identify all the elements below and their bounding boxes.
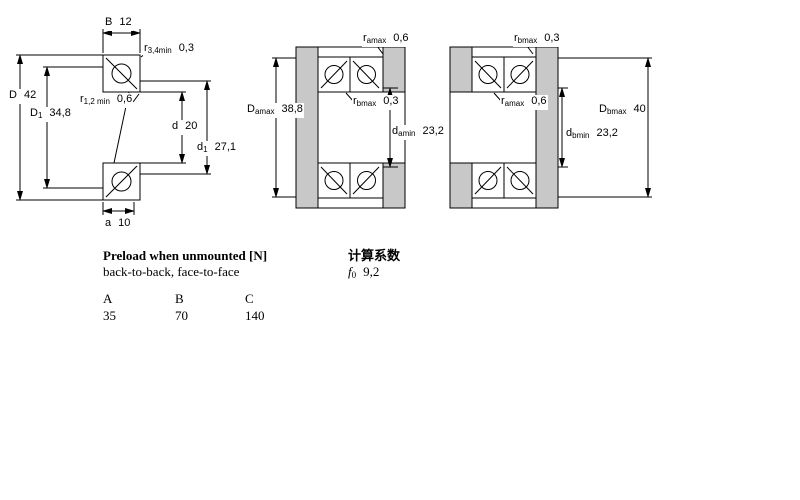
- dim-value: 0,3: [383, 95, 399, 107]
- dim-label-damin: damin 23,2: [391, 125, 445, 140]
- dim-label-ramax-top: ramax 0,6: [362, 32, 410, 47]
- dim-subscript: bmax: [356, 99, 377, 108]
- shaft-shoulder-shading: [382, 162, 406, 209]
- preload-col-B: B: [175, 291, 184, 306]
- dim-label-Damax: Damax 38,8: [246, 103, 304, 118]
- dim-symbol: r: [144, 42, 148, 54]
- dim-value: 40: [633, 103, 646, 115]
- factor-symbol: f: [348, 264, 352, 279]
- dim-symbol: D: [9, 89, 17, 101]
- dim-subscript: bmax: [606, 107, 627, 116]
- housing-shading: [295, 46, 319, 209]
- dim-symbol: D: [30, 107, 38, 119]
- dim-label-dbmin: dbmin 23,2: [565, 127, 619, 142]
- dim-label-d: d 20: [171, 120, 199, 135]
- dim-label-a: a 10: [104, 217, 132, 232]
- dim-symbol: r: [353, 95, 357, 107]
- dim-value: 0,3: [544, 32, 560, 44]
- dim-subscript: amax: [366, 36, 387, 45]
- dim-value: 10: [118, 217, 131, 229]
- contact-angle-lines: [474, 60, 534, 195]
- dim-label-r34: r3,4min 0,3: [143, 42, 195, 57]
- dim-label-Dbmax: Dbmax 40: [598, 103, 647, 118]
- preload-title: Preload when unmounted [N]: [103, 248, 268, 263]
- dim-symbol: r: [501, 95, 505, 107]
- back-to-back-pair-drawing: [272, 41, 406, 209]
- dim-symbol: D: [247, 103, 255, 115]
- dim-label-B: B 12: [104, 16, 133, 31]
- shaft-shoulder-shading: [382, 46, 406, 93]
- calculation-title: 计算系数: [348, 248, 401, 263]
- dim-label-D: D 42: [8, 89, 38, 104]
- dim-value: 0,6: [393, 32, 409, 44]
- dim-symbol: r: [514, 32, 518, 44]
- dim-value: 0,6: [116, 93, 133, 105]
- dim-value: 38,8: [281, 103, 303, 115]
- arrangement-outline: [449, 46, 559, 209]
- dim-value: 0,3: [178, 42, 194, 54]
- dim-subscript: bmax: [517, 36, 538, 45]
- dim-value: 23,2: [596, 127, 618, 139]
- factor-subscript: 0: [351, 270, 357, 280]
- dim-subscript: amax: [504, 99, 525, 108]
- dim-value: 42: [23, 89, 37, 101]
- shaft-shoulder-shading: [449, 162, 473, 209]
- dim-value: 27,1: [214, 141, 236, 153]
- preload-val-B: 70: [175, 308, 188, 323]
- dim-symbol: D: [599, 103, 607, 115]
- housing-shading: [535, 46, 559, 209]
- dim-label-rbmax-top: rbmax 0,3: [513, 32, 561, 47]
- dim-label-rbmax-mid: rbmax 0,3: [352, 95, 400, 110]
- dim-symbol: d: [392, 125, 399, 137]
- dim-value: 23,2: [422, 125, 444, 137]
- dim-symbol: d: [197, 141, 204, 153]
- dim-value: 12: [119, 16, 132, 28]
- dim-label-r12: r1,2 min 0,6: [79, 93, 134, 108]
- dim-label-D1: D1 34,8: [29, 107, 72, 122]
- dim-symbol: d: [566, 127, 573, 139]
- single-bearing-drawing: [16, 29, 211, 215]
- preload-col-A: A: [103, 291, 113, 306]
- dim-value: 0,6: [531, 95, 547, 107]
- dim-symbol: r: [363, 32, 367, 44]
- contact-angle-lines: [320, 60, 380, 195]
- dim-value: 34,8: [49, 107, 71, 119]
- dim-subscript: amin: [398, 129, 416, 138]
- dim-label-ramax-mid: ramax 0,6: [500, 95, 548, 110]
- face-to-face-pair-drawing: [449, 41, 652, 209]
- shaft-shoulder-shading: [449, 46, 473, 93]
- dim-value: 20: [185, 120, 198, 132]
- dim-symbol: r: [80, 93, 84, 105]
- preload-val-A: 35: [103, 308, 116, 323]
- dim-subscript: amax: [254, 107, 275, 116]
- preload-val-C: 140: [245, 308, 265, 323]
- dim-subscript: 1: [203, 145, 208, 154]
- preload-subtitle: back-to-back, face-to-face: [103, 264, 240, 279]
- dim-subscript: 1: [37, 111, 43, 120]
- dim-subscript: bmin: [572, 131, 590, 140]
- preload-col-C: C: [245, 291, 254, 306]
- dim-symbol: B: [105, 16, 113, 28]
- calculation-f0: f0 9,2: [348, 264, 379, 283]
- factor-value: 9,2: [363, 264, 380, 279]
- dim-symbol: d: [172, 120, 179, 132]
- dim-symbol: a: [105, 217, 112, 229]
- dim-label-d1: d1 27,1: [196, 141, 237, 156]
- dim-subscript: 3,4min: [147, 46, 172, 55]
- dim-subscript: 1,2 min: [83, 97, 110, 106]
